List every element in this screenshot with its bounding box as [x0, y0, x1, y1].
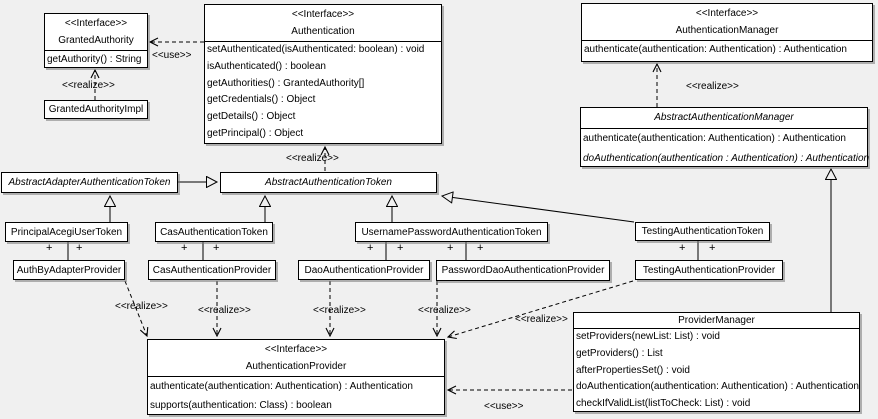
- class-name: AuthenticationManager: [675, 25, 779, 36]
- method-row: setProviders(newList: List) : void: [576, 331, 720, 342]
- class-name: ProviderManager: [678, 315, 755, 326]
- class-name: TestingAuthenticationToken: [641, 226, 764, 237]
- class-abstract-adapter-authentication-token[interactable]: AbstractAdapterAuthenticationToken: [1, 172, 178, 193]
- method-row: getProviders() : List: [576, 347, 663, 359]
- stereotype-label: <<Interface>>: [264, 344, 328, 355]
- method-row: getAuthority() : String: [47, 54, 142, 65]
- class-granted-authority[interactable]: <<Interface>> GrantedAuthority getAuthor…: [44, 13, 148, 68]
- realize-label: <<realize>>: [515, 314, 568, 325]
- method-row: authenticate(authentication: Authenticat…: [584, 44, 847, 55]
- class-name: CasAuthenticationToken: [160, 226, 268, 238]
- association-end-plus: +: [397, 242, 404, 254]
- class-abstract-authentication-manager[interactable]: AbstractAuthenticationManager authentica…: [580, 107, 870, 167]
- class-cas-authentication-provider[interactable]: CasAuthenticationProvider: [148, 260, 276, 280]
- stereotype-label: <<Interface>>: [695, 8, 759, 19]
- method-row: getDetails() : Object: [207, 111, 296, 123]
- method-row: supports(authentication: Class) : boolea…: [150, 400, 332, 411]
- method-row: getPrincipal() : Object: [207, 127, 304, 139]
- class-name: PrincipalAcegiUserToken: [10, 226, 123, 238]
- class-name: AuthByAdapterProvider: [16, 264, 122, 276]
- class-name: AuthenticationProvider: [245, 361, 347, 372]
- method-row: authenticate(authentication: Authenticat…: [583, 133, 846, 144]
- class-name: PasswordDaoAuthenticationProvider: [441, 265, 605, 276]
- use-label: <<use>>: [484, 401, 524, 412]
- class-name: GrantedAuthorityImpl: [48, 104, 144, 115]
- class-name: GrantedAuthority: [58, 35, 134, 46]
- class-username-password-authentication-token[interactable]: UsernamePasswordAuthenticationToken: [355, 222, 548, 242]
- class-testing-authentication-token[interactable]: TestingAuthenticationToken: [635, 222, 770, 241]
- class-authentication-provider[interactable]: <<Interface>> AuthenticationProvider aut…: [147, 339, 445, 415]
- class-abstract-authentication-token[interactable]: AbstractAuthenticationToken: [220, 172, 437, 193]
- class-testing-authentication-provider[interactable]: TestingAuthenticationProvider: [635, 260, 783, 280]
- association-end-plus: +: [46, 242, 53, 254]
- class-name: Authentication: [291, 26, 355, 37]
- association-end-plus: +: [709, 242, 716, 254]
- class-name: CasAuthenticationProvider: [152, 264, 272, 276]
- association-end-plus: +: [447, 242, 454, 254]
- method-row: getAuthorities() : GrantedAuthority[]: [207, 77, 365, 89]
- realize-label: <<realize>>: [313, 305, 366, 316]
- class-name: AbstractAdapterAuthenticationToken: [8, 177, 171, 188]
- realize-label: <<realize>>: [686, 81, 739, 92]
- method-row: doAuthentication(authentication : Authen…: [583, 152, 870, 164]
- class-name: UsernamePasswordAuthenticationToken: [361, 226, 542, 238]
- realize-label: <<realize>>: [286, 153, 339, 164]
- class-provider-manager[interactable]: ProviderManager setProviders(newList: Li…: [573, 312, 860, 412]
- use-label: <<use>>: [152, 50, 192, 61]
- stereotype-label: <<Interface>>: [291, 9, 355, 20]
- class-authentication-manager[interactable]: <<Interface>> AuthenticationManager auth…: [581, 3, 873, 62]
- class-name: DaoAuthenticationProvider: [304, 264, 424, 276]
- class-name: AbstractAuthenticationToken: [265, 177, 392, 188]
- method-row: doAuthentication(authentication: Authent…: [576, 381, 859, 393]
- class-dao-authentication-provider[interactable]: DaoAuthenticationProvider: [298, 260, 430, 280]
- association-end-plus: +: [477, 242, 484, 254]
- association-end-plus: +: [367, 242, 374, 254]
- class-auth-by-adapter-provider[interactable]: AuthByAdapterProvider: [13, 260, 125, 280]
- method-row: getCredentials() : Object: [207, 94, 316, 106]
- method-row: afterPropertiesSet() : void: [576, 364, 690, 376]
- method-row: authenticate(authentication: Authenticat…: [150, 381, 413, 392]
- stereotype-label: <<Interface>>: [64, 18, 128, 29]
- association-end-plus: +: [181, 242, 188, 254]
- class-principal-acegi-user-token[interactable]: PrincipalAcegiUserToken: [5, 222, 128, 242]
- association-end-plus: +: [76, 242, 83, 254]
- class-name: AbstractAuthenticationManager: [654, 112, 794, 123]
- class-granted-authority-impl[interactable]: GrantedAuthorityImpl: [44, 100, 148, 119]
- realize-label: <<realize>>: [198, 305, 251, 316]
- class-name: TestingAuthenticationProvider: [642, 264, 776, 276]
- realize-label: <<realize>>: [62, 80, 115, 91]
- method-row: isAuthenticated() : boolean: [207, 60, 326, 72]
- association-end-plus: +: [213, 242, 220, 254]
- class-password-dao-authentication-provider[interactable]: PasswordDaoAuthenticationProvider: [436, 260, 610, 281]
- method-row: checkIfValidList(listToCheck: List) : vo…: [576, 398, 751, 410]
- realize-label: <<realize>>: [418, 305, 471, 316]
- association-end-plus: +: [679, 242, 686, 254]
- class-authentication[interactable]: <<Interface>> Authentication setAuthenti…: [204, 4, 442, 144]
- method-row: setAuthenticated(isAuthenticated: boolea…: [207, 44, 425, 55]
- class-cas-authentication-token[interactable]: CasAuthenticationToken: [155, 222, 273, 242]
- realize-label: <<realize>>: [115, 301, 168, 312]
